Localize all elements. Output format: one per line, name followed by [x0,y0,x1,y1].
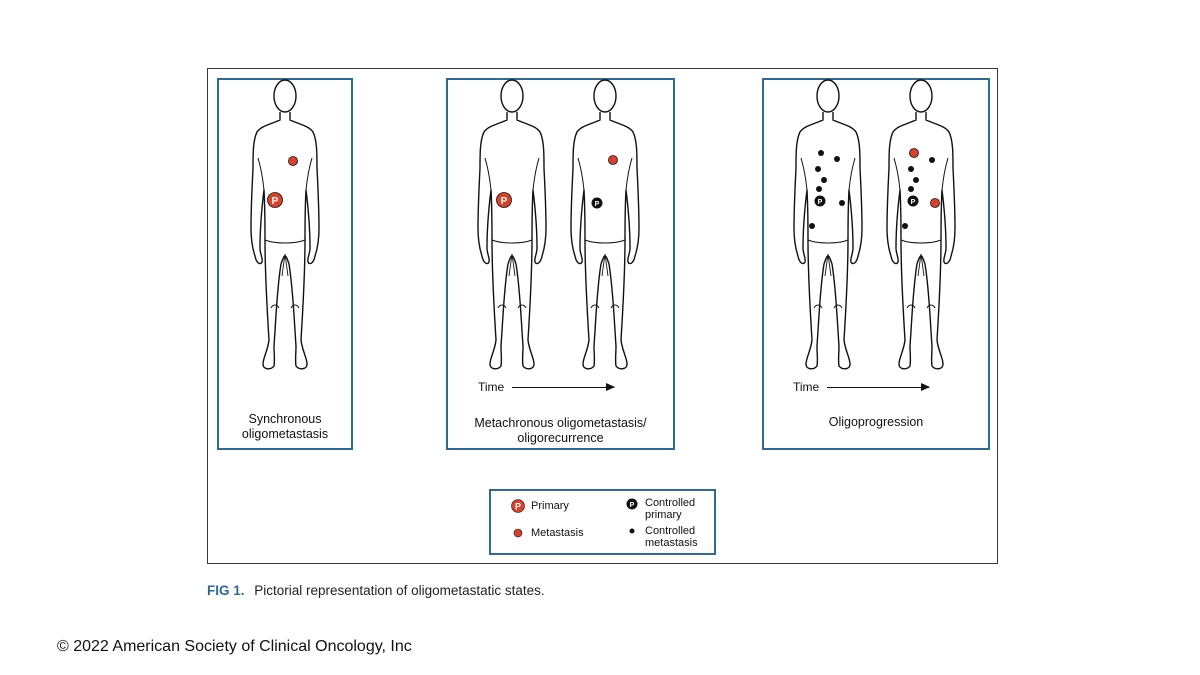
controlled-metastasis-group [902,157,935,229]
legend-label-metastasis: Metastasis [531,527,584,539]
time-axis-metachronous: Time [478,380,616,394]
time-arrow [827,382,931,391]
panel-metachronous [446,78,675,450]
panel-label-metachronous: Metachronous oligometastasis/ oligorecur… [474,416,647,445]
figure-caption-text: Pictorial representation of oligometasta… [254,583,545,598]
body-figure [793,79,863,370]
figure-frame [207,68,998,564]
metastasis-marker [288,156,298,166]
controlled-metastasis-group [809,150,845,229]
metastasis-marker [608,155,618,165]
primary-marker-letter: P [272,196,279,207]
controlled-primary-symbol-icon: P [625,497,639,511]
metastasis-marker [930,198,940,208]
body-figure [570,79,640,370]
figure-number: FIG 1. [207,583,245,598]
panel-synchronous [217,78,353,450]
controlled-primary-letter: P [911,199,916,206]
legend-item-controlled-primary: P Controlled primary [625,497,695,521]
panel-label-synchronous: Synchronous oligometastasis [241,412,329,441]
legend-label-controlled-primary: Controlled primary [645,497,696,521]
legend-primary-letter: P [515,502,521,512]
body-figure [886,79,956,370]
panel-oligoprogression [762,78,990,450]
primary-marker-letter: P [501,196,508,207]
figure-caption: FIG 1. Pictorial representation of oligo… [207,583,545,598]
time-label: Time [478,380,505,394]
panel-label-oligoprogression: Oligoprogression [828,415,924,429]
metastasis-marker [909,148,919,158]
legend-label-primary: Primary [531,500,569,512]
copyright-notice: © 2022 American Society of Clinical Onco… [57,638,412,655]
legend-item-controlled-metastasis: Controlled metastasis [625,525,698,549]
controlled-primary-marker: P [814,195,826,207]
controlled-metastasis-symbol-icon [625,525,639,539]
metastasis-symbol-icon [511,526,525,540]
time-arrow [512,382,616,391]
body-figure [477,79,547,370]
primary-symbol-icon: P [511,499,525,513]
legend-item-metastasis: Metastasis [511,526,584,540]
controlled-primary-letter: P [595,201,600,208]
time-label: Time [793,380,820,394]
primary-marker: P [496,192,512,208]
controlled-primary-letter: P [818,199,823,206]
controlled-primary-marker: P [907,195,919,207]
time-axis-oligoprogression: Time [793,380,931,394]
controlled-primary-marker: P [591,197,603,209]
legend-label-controlled-metastasis: Controlled metastasis [645,525,698,549]
primary-marker: P [267,192,283,208]
body-figure [250,79,320,370]
legend-item-primary: P Primary [511,499,569,513]
legend: P Primary Metastasis P Controlled primar… [489,489,716,555]
legend-controlled-primary-letter: P [630,502,635,509]
